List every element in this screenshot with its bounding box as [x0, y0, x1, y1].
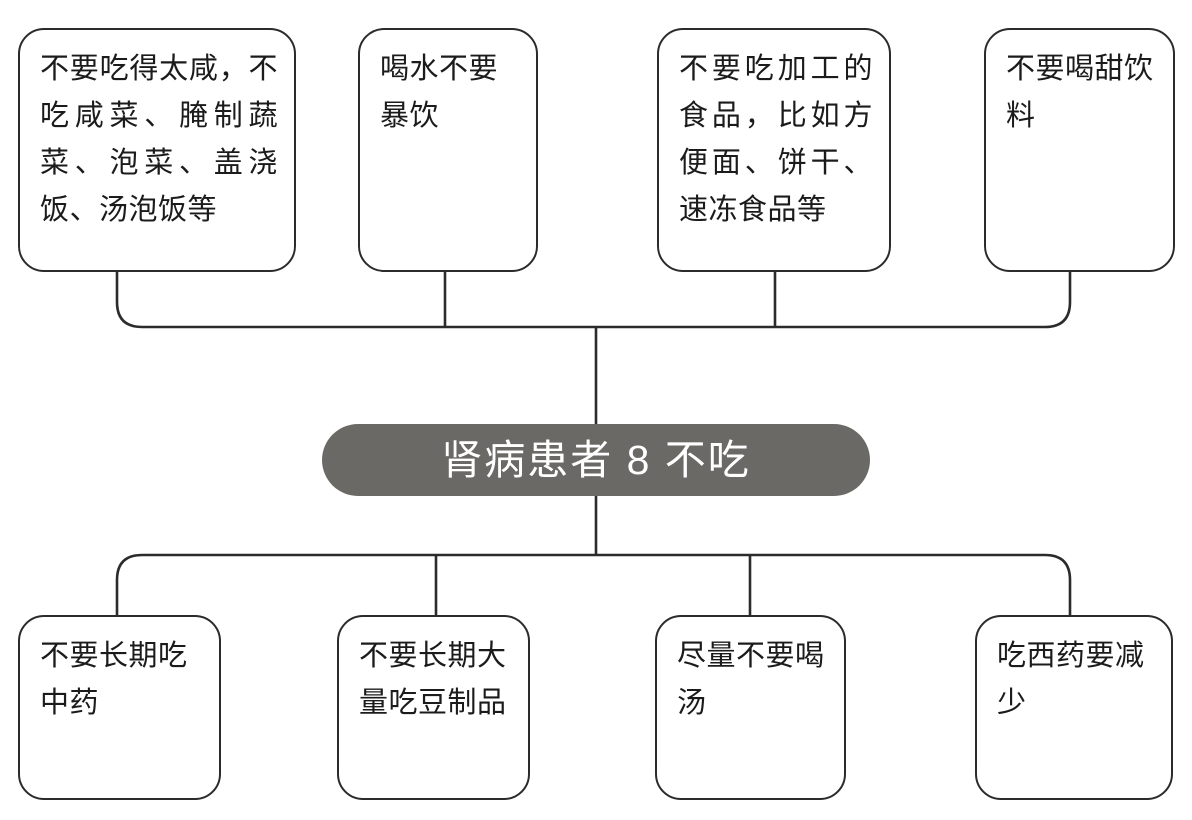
node-label: 不要吃得太咸，不吃咸菜、腌制蔬菜、泡菜、盖浇饭、汤泡饭等	[40, 53, 278, 226]
node-label: 不要长期吃中药	[40, 640, 188, 719]
center-title-pill[interactable]: 肾病患者 8 不吃	[322, 424, 870, 496]
node-no-binge-drinking[interactable]: 喝水不要暴饮	[358, 28, 538, 272]
top-bus-line	[115, 272, 1072, 329]
node-no-salty-food[interactable]: 不要吃得太咸，不吃咸菜、腌制蔬菜、泡菜、盖浇饭、汤泡饭等	[18, 28, 296, 272]
bottom-bus-line	[115, 553, 1072, 615]
node-no-long-term-tcm[interactable]: 不要长期吃中药	[18, 615, 221, 800]
node-no-sweet-drinks[interactable]: 不要喝甜饮料	[984, 28, 1175, 272]
node-reduce-western-meds[interactable]: 吃西药要减少	[975, 615, 1173, 800]
node-label: 尽量不要喝汤	[677, 640, 825, 719]
center-title-label: 肾病患者 8 不吃	[441, 436, 751, 483]
node-no-processed-food[interactable]: 不要吃加工的食品，比如方便面、饼干、速冻食品等	[657, 28, 891, 272]
node-avoid-soup[interactable]: 尽量不要喝汤	[655, 615, 846, 800]
node-label: 不要长期大量吃豆制品	[359, 640, 507, 719]
node-label: 喝水不要暴饮	[380, 53, 499, 132]
node-no-excess-soy[interactable]: 不要长期大量吃豆制品	[337, 615, 530, 800]
node-label: 不要喝甜饮料	[1006, 53, 1154, 132]
node-label: 吃西药要减少	[997, 640, 1145, 719]
node-label: 不要吃加工的食品，比如方便面、饼干、速冻食品等	[679, 53, 873, 226]
